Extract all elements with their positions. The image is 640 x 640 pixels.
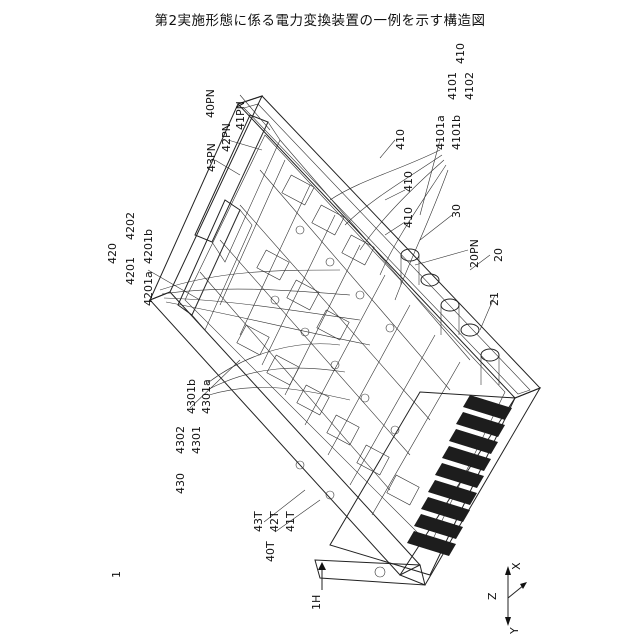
label-4101b: 4101b xyxy=(450,115,463,150)
label-42T: 42T xyxy=(268,511,281,532)
label-4102: 4102 xyxy=(463,72,476,100)
label-4201a: 4201a xyxy=(142,271,155,306)
coordinate-axes: X Z Y xyxy=(486,562,527,635)
label-4201: 4201 xyxy=(124,257,137,285)
label-420: 420 xyxy=(106,243,119,264)
label-41T: 41T xyxy=(284,511,297,532)
axis-y-label: Y xyxy=(508,627,521,635)
label-40PN: 40PN xyxy=(204,89,217,118)
label-40T: 40T xyxy=(264,541,277,562)
axis-x-label: X xyxy=(510,562,523,570)
label-21: 21 xyxy=(488,292,501,306)
label-410-top: 410 xyxy=(394,129,407,150)
label-43PN: 43PN xyxy=(205,143,218,172)
label-410-mid: 410 xyxy=(402,171,415,192)
vent-grilles xyxy=(407,395,512,556)
label-20PN: 20PN xyxy=(468,239,481,268)
label-4101a: 4101a xyxy=(434,115,447,150)
label-20: 20 xyxy=(492,248,505,262)
label-4302: 4302 xyxy=(174,426,187,454)
label-43T: 43T xyxy=(252,511,265,532)
label-4301: 4301 xyxy=(190,426,203,454)
label-4301b: 4301b xyxy=(185,379,198,414)
label-430: 430 xyxy=(174,473,187,494)
label-30: 30 xyxy=(450,204,463,218)
label-4202: 4202 xyxy=(124,212,137,240)
label-41PN: 41PN xyxy=(234,101,247,130)
label-410-group: 410 xyxy=(454,43,467,64)
axis-z-label: Z xyxy=(486,592,499,600)
label-4301a: 4301a xyxy=(200,379,213,414)
label-4201b: 4201b xyxy=(142,229,155,264)
label-410-low: 410 xyxy=(402,207,415,228)
label-1H: 1H xyxy=(310,595,323,610)
label-4101: 4101 xyxy=(446,72,459,100)
label-42PN: 42PN xyxy=(220,123,233,152)
label-fig-ref: 1 xyxy=(110,571,123,578)
